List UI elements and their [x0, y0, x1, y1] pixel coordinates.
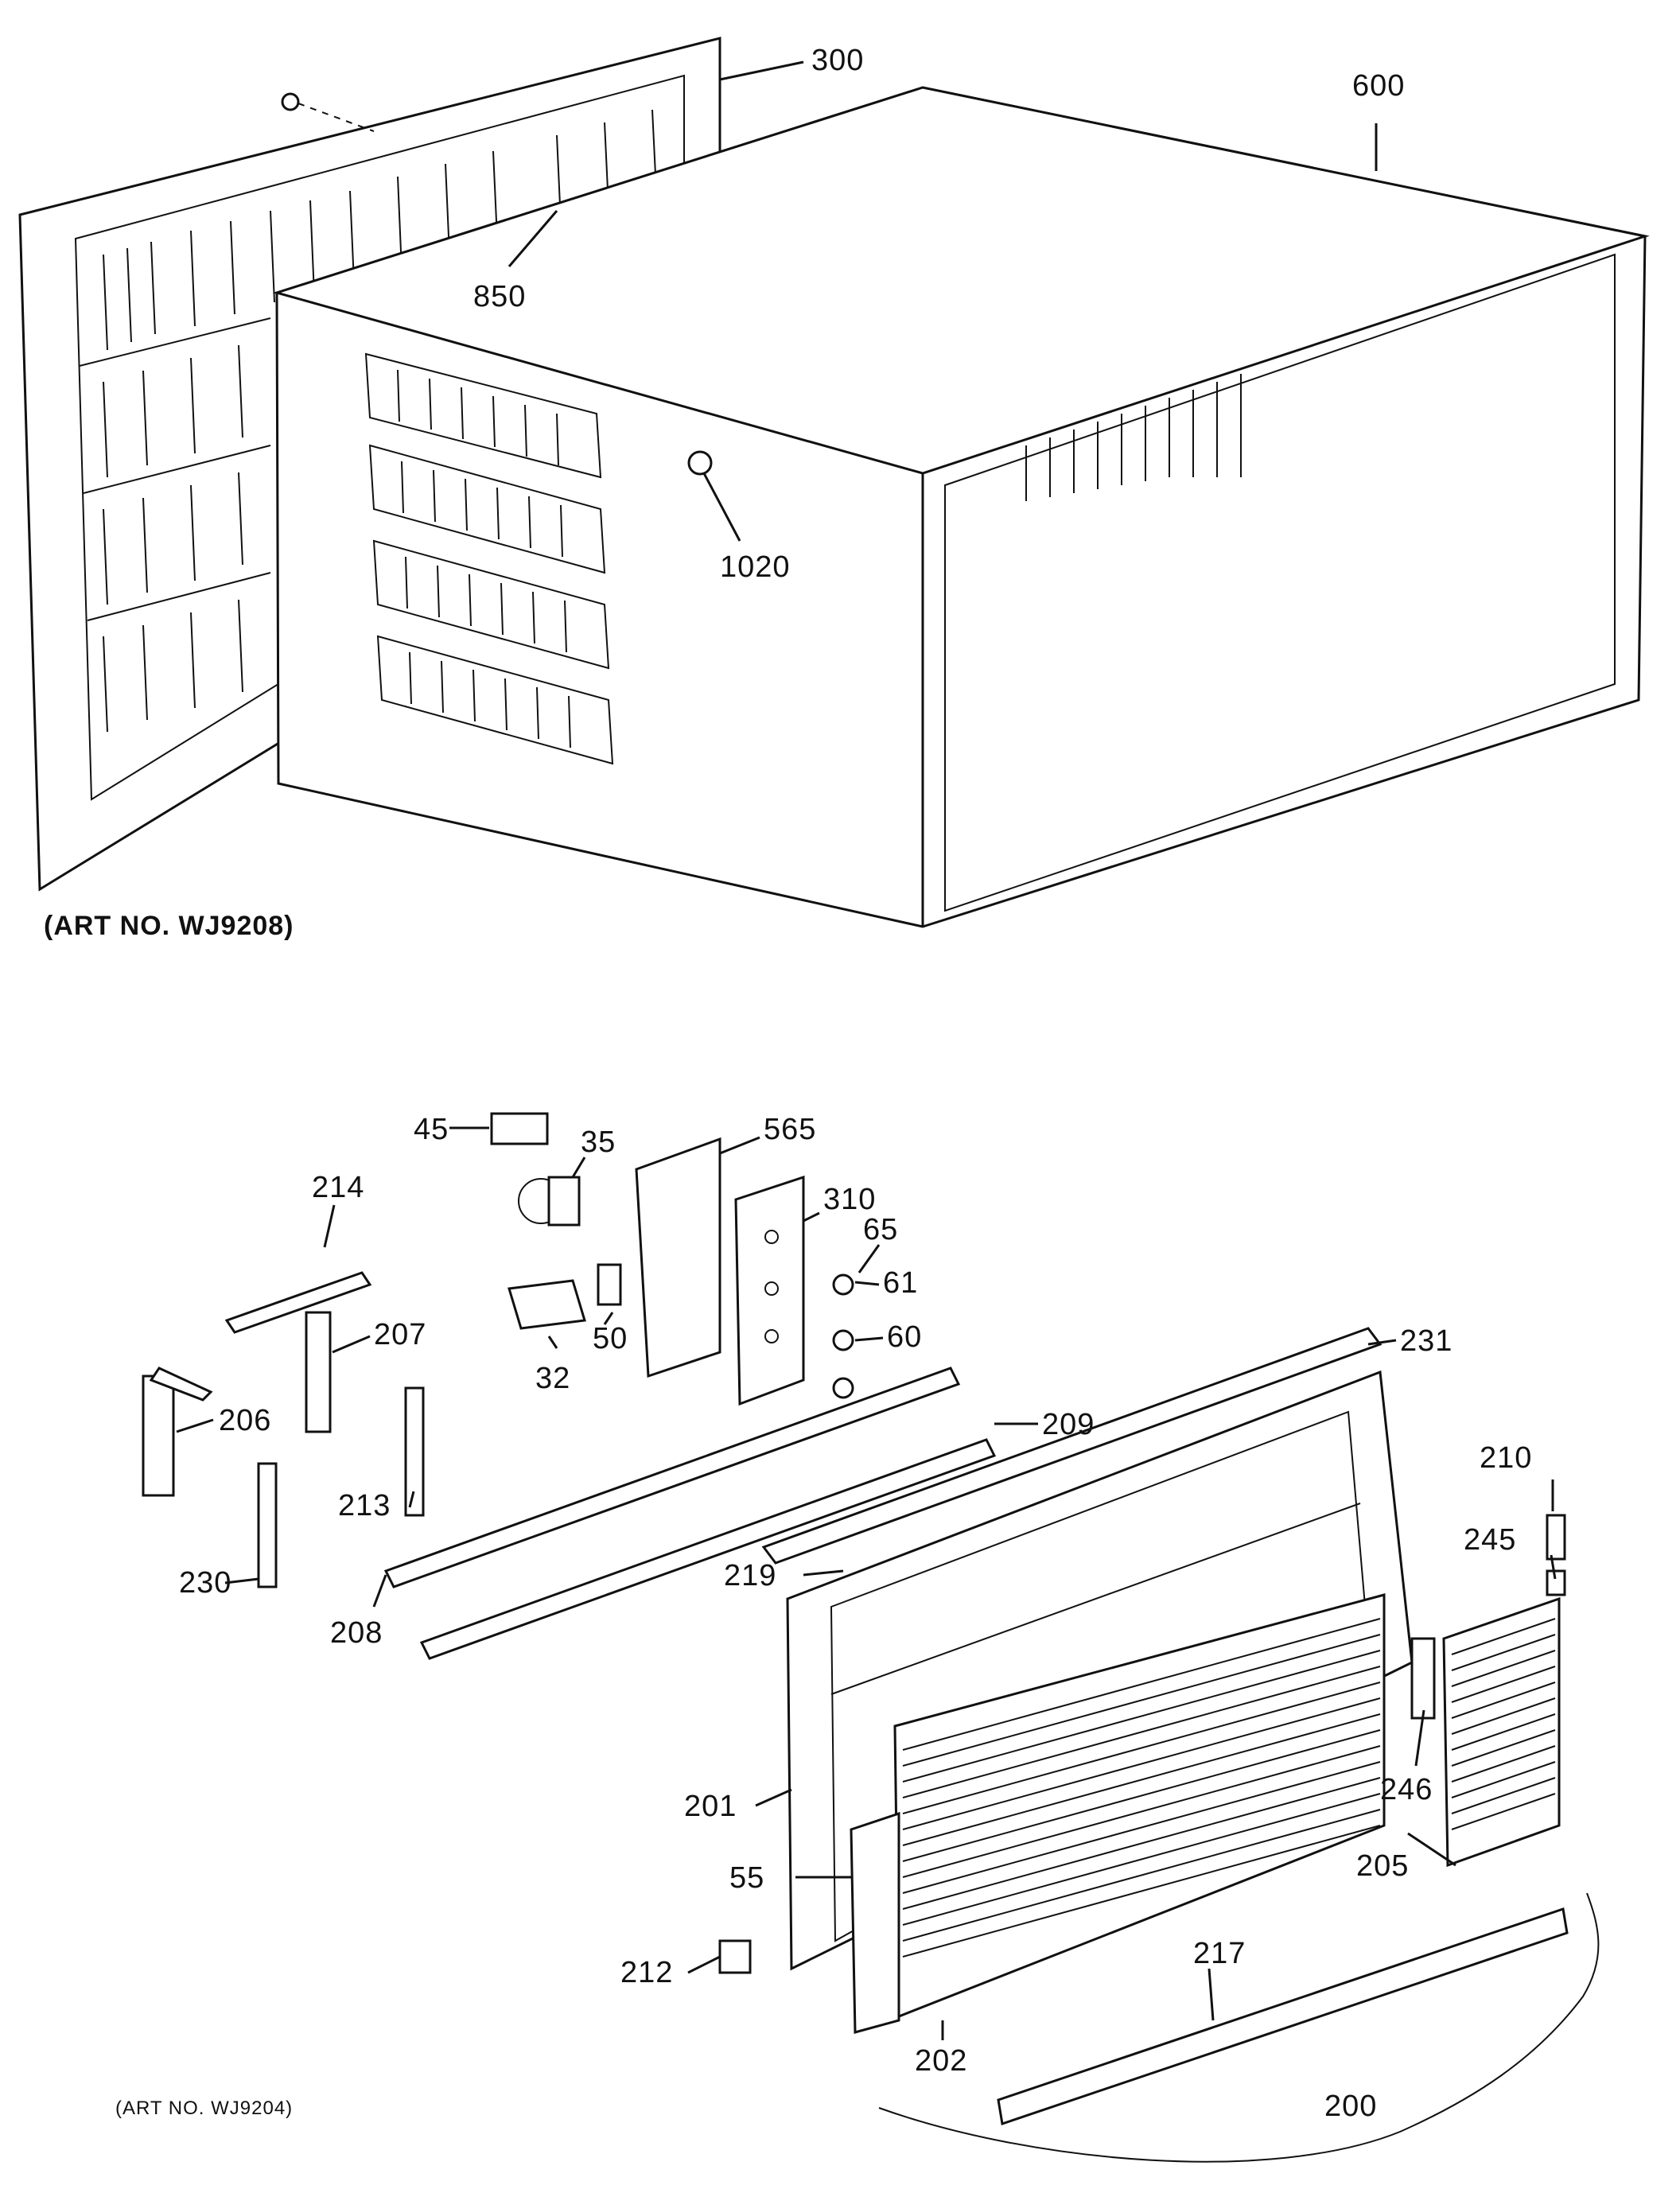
callout-310: 310 [823, 1183, 876, 1216]
callout-207: 207 [374, 1318, 426, 1351]
callout-213: 213 [338, 1489, 391, 1522]
callout-208: 208 [330, 1616, 383, 1650]
callout-600: 600 [1352, 69, 1405, 103]
callout-231: 231 [1400, 1324, 1452, 1358]
callout-45: 45 [414, 1113, 449, 1146]
callout-55: 55 [729, 1861, 764, 1895]
callout-205: 205 [1356, 1849, 1409, 1883]
control-components [490, 1112, 854, 1406]
brackets-and-rails [142, 1271, 1382, 1660]
grille-202 [718, 1514, 1600, 2163]
callout-219: 219 [724, 1559, 776, 1592]
callout-210: 210 [1480, 1441, 1532, 1475]
callout-214: 214 [312, 1171, 364, 1204]
callout-35: 35 [581, 1126, 616, 1159]
art-number-top: (ART NO. WJ9208) [44, 911, 294, 941]
callout-200: 200 [1324, 2090, 1377, 2123]
callout-246: 246 [1380, 1773, 1433, 1806]
callout-32: 32 [535, 1362, 570, 1395]
callout-212: 212 [620, 1956, 673, 1989]
callout-245: 245 [1464, 1523, 1516, 1557]
callout-65: 65 [863, 1213, 898, 1246]
callout-209: 209 [1042, 1408, 1095, 1441]
cabinet-600 [272, 86, 1650, 928]
callout-202: 202 [915, 2044, 967, 2078]
callout-206: 206 [219, 1404, 271, 1437]
callout-217: 217 [1193, 1937, 1246, 1970]
cabinet-louvers [364, 352, 614, 765]
callout-60: 60 [887, 1320, 922, 1354]
callout-1020: 1020 [720, 550, 791, 584]
callout-565: 565 [764, 1113, 816, 1146]
callout-50: 50 [593, 1322, 628, 1355]
art-number-bottom: (ART NO. WJ9204) [115, 2098, 293, 2119]
callout-230: 230 [179, 1566, 231, 1600]
callout-300: 300 [811, 44, 864, 77]
callout-61: 61 [883, 1266, 918, 1300]
callout-850: 850 [473, 280, 526, 313]
callout-201: 201 [684, 1790, 737, 1823]
